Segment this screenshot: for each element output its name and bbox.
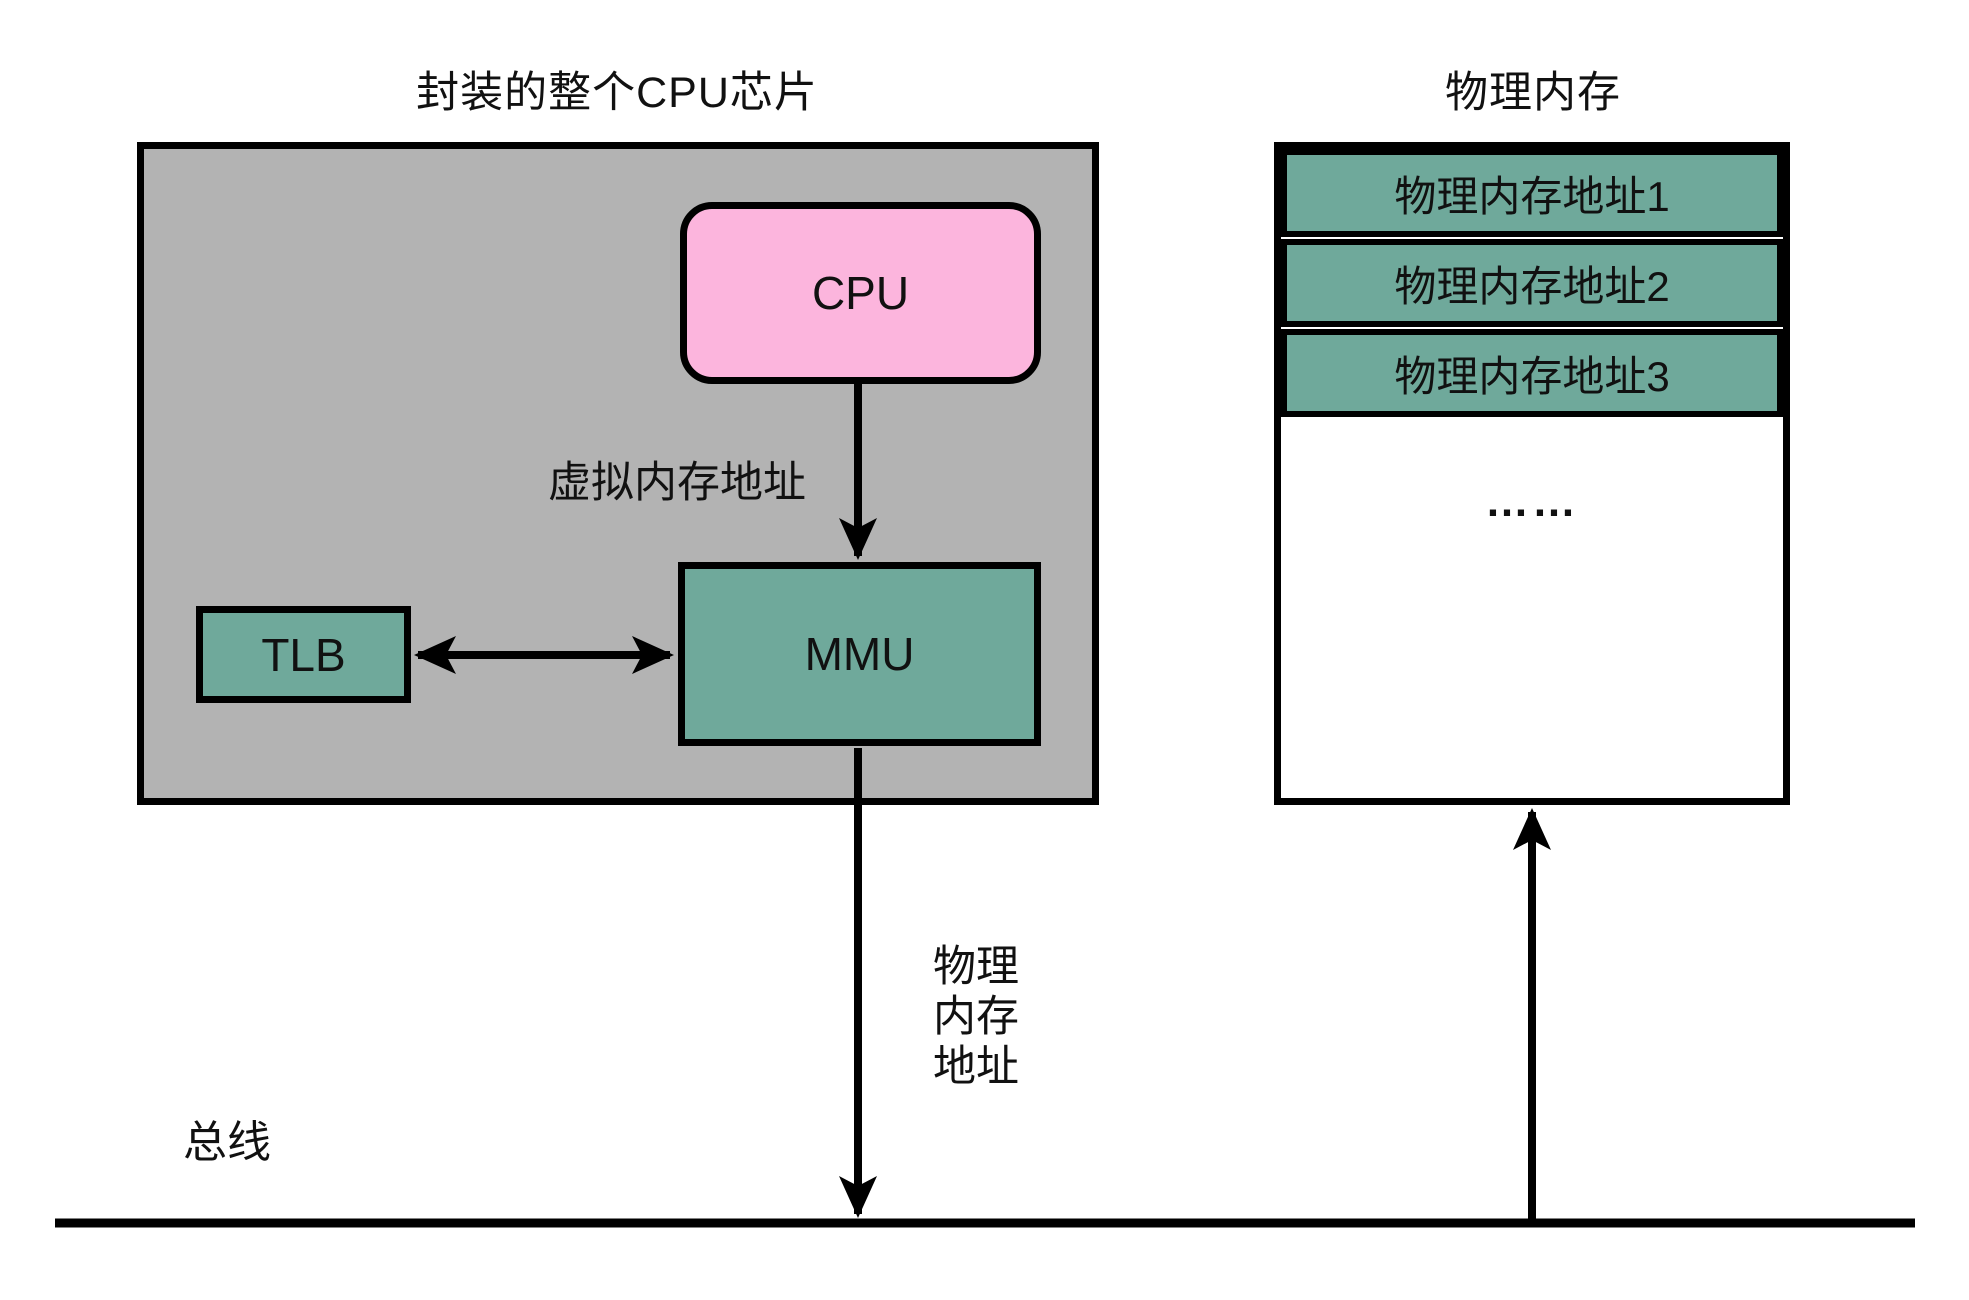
virtual-address-label: 虚拟内存地址	[548, 459, 806, 507]
physical-memory-box: 物理内存地址1 物理内存地址2 物理内存地址3 ……	[1274, 142, 1790, 805]
tlb-label: TLB	[261, 628, 346, 681]
mmu-box: MMU	[678, 562, 1041, 746]
bus-label: 总线	[183, 1118, 271, 1167]
tlb-box: TLB	[196, 606, 411, 703]
mmu-label: MMU	[804, 628, 915, 680]
cpu-box: CPU	[680, 202, 1041, 384]
memory-row-list: 物理内存地址1 物理内存地址2 物理内存地址3	[1281, 149, 1783, 417]
memory-row: 物理内存地址1	[1281, 149, 1783, 237]
memory-title: 物理内存	[1445, 69, 1621, 117]
cpu-label: CPU	[811, 267, 910, 319]
physical-address-label: 物理 内存 地址	[933, 943, 1019, 1091]
memory-ellipsis: ……	[1485, 477, 1579, 526]
chip-title: 封装的整个CPU芯片	[416, 69, 818, 117]
memory-row: 物理内存地址3	[1281, 329, 1783, 417]
memory-row: 物理内存地址2	[1281, 239, 1783, 327]
